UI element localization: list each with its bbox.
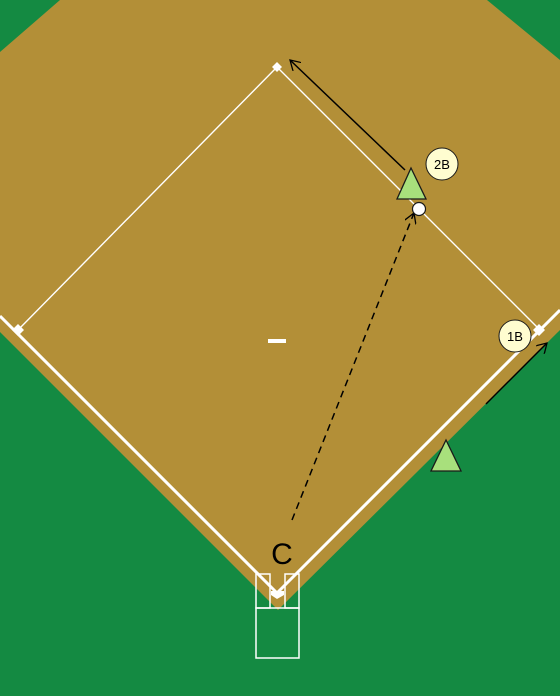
ball-icon: [411, 201, 427, 217]
second-base-tag-label: 2B: [434, 157, 450, 172]
batter-boxes: [255, 573, 300, 659]
home-plate: [271, 591, 284, 599]
first-base-tag: 1B: [498, 319, 532, 353]
catcher-label: C: [271, 538, 293, 571]
first-baseman-movement-arrow: [485, 343, 547, 405]
first-base-tag-label: 1B: [507, 329, 523, 344]
second-baseman-movement-arrow: [290, 60, 406, 171]
first-baseman-player-icon: [429, 438, 463, 472]
first-base-foul-line: [275, 308, 560, 595]
pitcher-rubber: [268, 339, 286, 343]
second-baseman-player-icon: [395, 166, 428, 200]
first-base: [533, 324, 545, 336]
third-base-foul-line: [0, 314, 279, 595]
second-base: [272, 62, 282, 72]
second-base-tag: 2B: [425, 147, 459, 181]
third-base: [12, 324, 24, 336]
